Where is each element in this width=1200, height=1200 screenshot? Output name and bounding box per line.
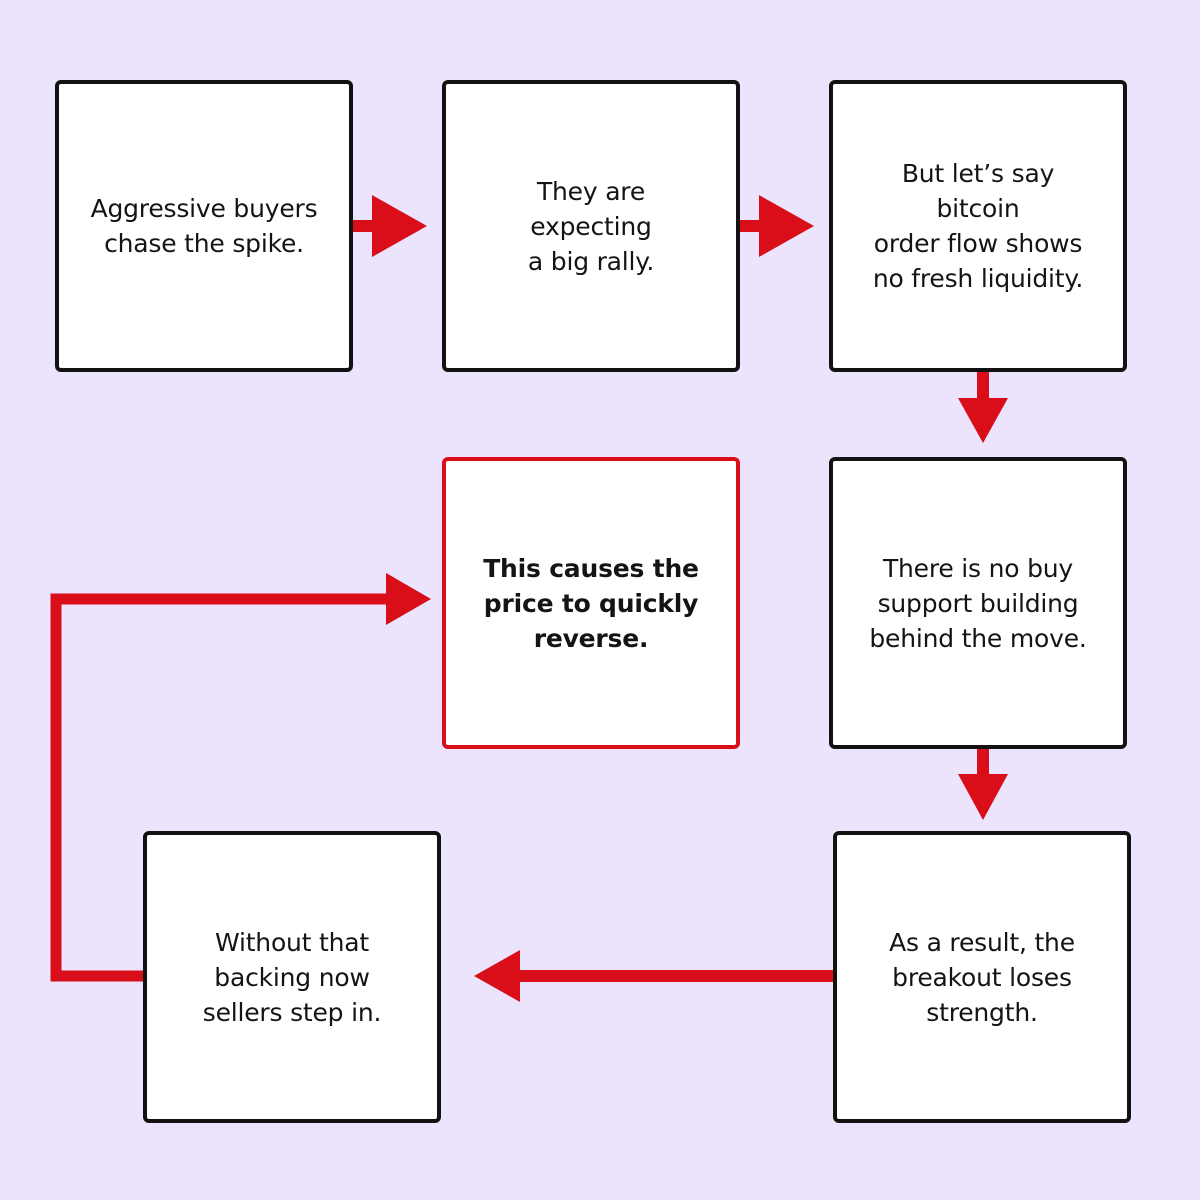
step-box-7: Without that backing now sellers step in…: [143, 831, 441, 1123]
step-box-5-highlighted: This causes the price to quickly reverse…: [442, 457, 740, 749]
step-box-1: Aggressive buyers chase the spike.: [55, 80, 353, 372]
arrow-step4-to-step6: [958, 746, 1008, 820]
arrow-step6-to-step7: [474, 950, 835, 1002]
step-box-3: But let’s say bitcoin order flow shows n…: [829, 80, 1127, 372]
step-3-text: But let’s say bitcoin order flow shows n…: [872, 159, 1084, 293]
arrow-step2-to-step3: [740, 195, 814, 257]
step-4-text: There is no buy support building behind …: [869, 553, 1087, 653]
arrow-step7-to-step5: [50, 573, 431, 982]
arrow-step3-to-step4: [958, 370, 1008, 443]
step-6-text: As a result, the breakout loses strength…: [889, 927, 1075, 1027]
step-5-text: This causes the price to quickly reverse…: [483, 553, 699, 653]
step-7-text: Without that backing now sellers step in…: [202, 927, 382, 1027]
step-1-text: Aggressive buyers chase the spike.: [90, 194, 318, 258]
step-box-4: There is no buy support building behind …: [829, 457, 1127, 749]
step-box-6: As a result, the breakout loses strength…: [833, 831, 1131, 1123]
step-box-2: They are expecting a big rally.: [442, 80, 740, 372]
step-2-text: They are expecting a big rally.: [527, 176, 655, 276]
arrow-step1-to-step2: [353, 195, 427, 257]
